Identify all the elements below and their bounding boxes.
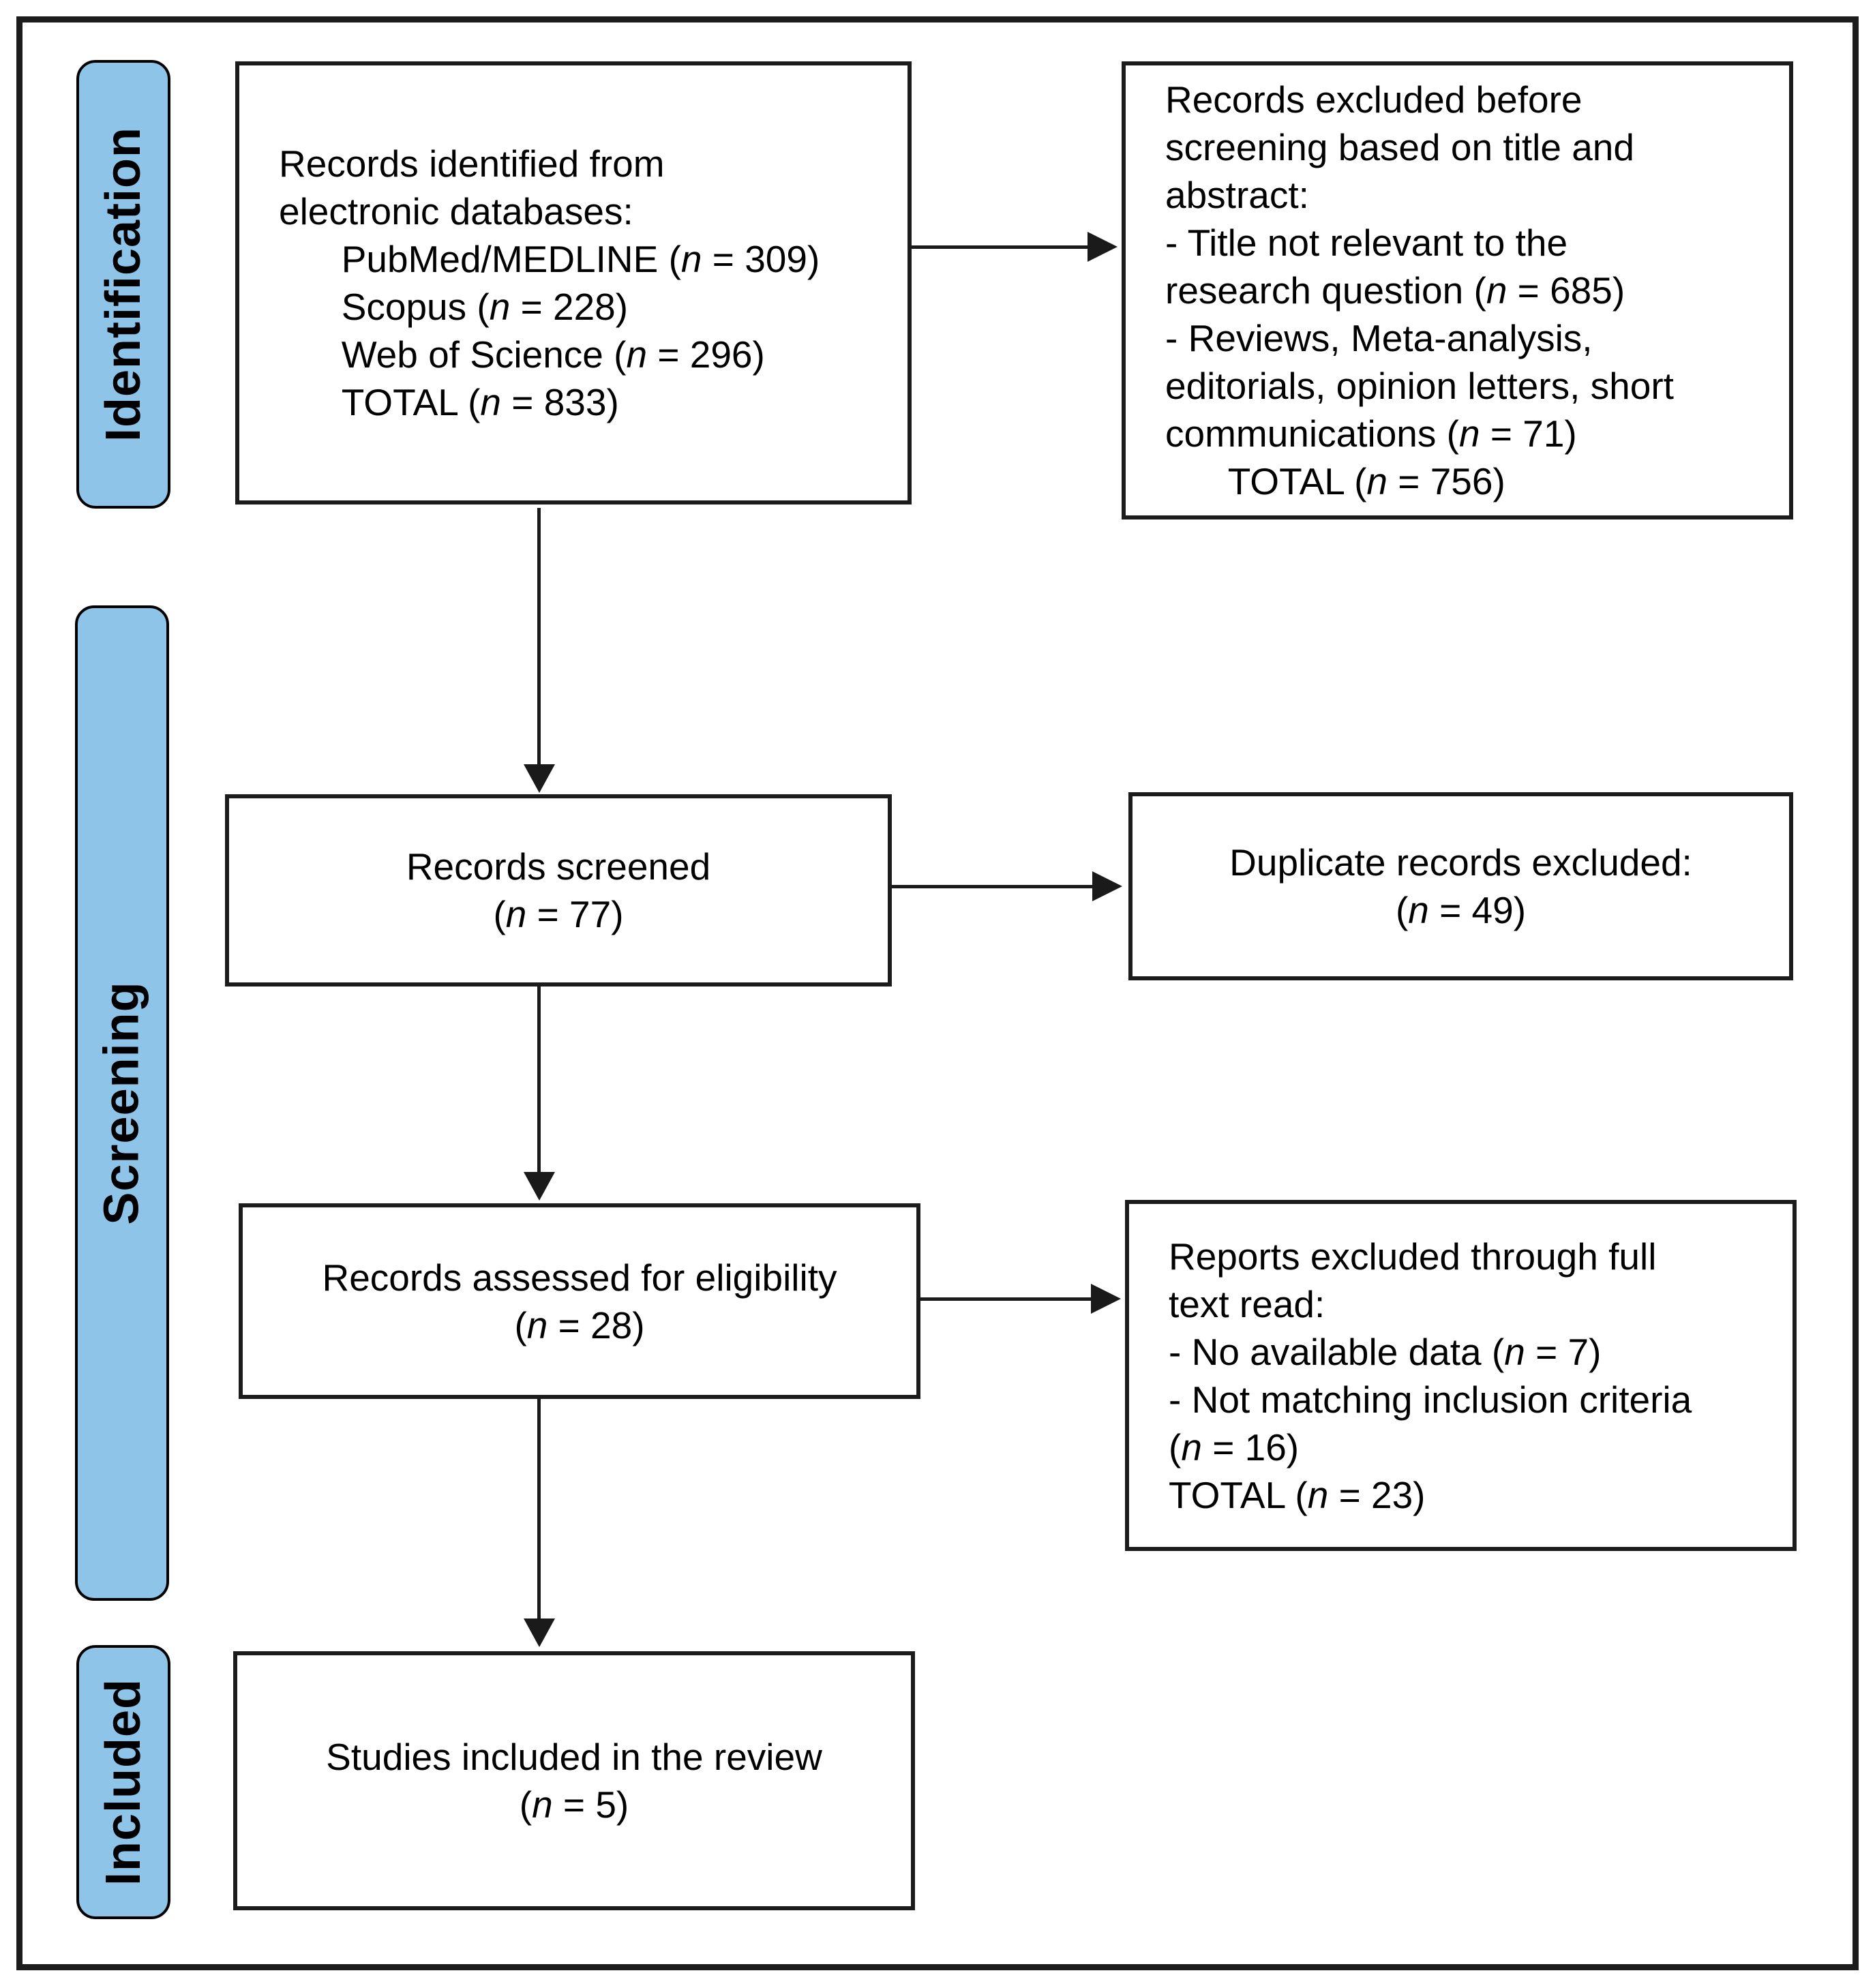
box-records-screened: Records screened (n = 77) xyxy=(225,794,892,987)
box-records-assessed: Records assessed for eligibility (n = 28… xyxy=(239,1203,920,1399)
arrow-assessed-to-reports-excluded-arrowhead-icon xyxy=(1091,1284,1121,1314)
arrow-identified-to-excluded-before-screening xyxy=(912,245,1089,249)
arrow-assessed-to-reports-excluded xyxy=(920,1297,1092,1301)
arrow-identified-to-excluded-before-screening-arrowhead-icon xyxy=(1088,232,1118,262)
box-records-excluded-before-screening: Records excluded before screening based … xyxy=(1122,61,1793,519)
box-records-excluded-before-screening-text: Records excluded before screening based … xyxy=(1165,78,1674,502)
stage-included: Included xyxy=(76,1645,170,1919)
box-records-assessed-text: Records assessed for eligibility (n = 28… xyxy=(322,1256,837,1346)
stage-screening-label: Screening xyxy=(95,981,149,1225)
arrow-screened-to-assessed xyxy=(537,987,541,1173)
box-records-identified: Records identified from electronic datab… xyxy=(235,61,912,504)
stage-included-label: Included xyxy=(96,1678,151,1886)
box-records-screened-text: Records screened (n = 77) xyxy=(406,845,711,935)
box-studies-included-text: Studies included in the review (n = 5) xyxy=(326,1736,822,1826)
box-duplicate-records-excluded-text: Duplicate records excluded: (n = 49) xyxy=(1229,841,1692,931)
arrow-screened-to-duplicates-excluded-arrowhead-icon xyxy=(1092,871,1122,901)
box-duplicate-records-excluded: Duplicate records excluded: (n = 49) xyxy=(1128,792,1793,980)
arrow-identified-to-screened-arrowhead-icon xyxy=(524,764,555,793)
figure-border xyxy=(16,16,1859,1970)
box-reports-excluded-full-text: Reports excluded through full text read:… xyxy=(1125,1200,1797,1551)
stage-identification: Identification xyxy=(76,60,170,509)
arrow-screened-to-assessed-arrowhead-icon xyxy=(524,1172,555,1201)
arrow-identified-to-screened xyxy=(537,508,541,766)
box-reports-excluded-full-text-text: Reports excluded through full text read:… xyxy=(1169,1235,1692,1516)
arrow-assessed-to-included xyxy=(537,1399,541,1620)
arrow-screened-to-duplicates-excluded xyxy=(892,885,1094,888)
arrow-assessed-to-included-arrowhead-icon xyxy=(524,1618,555,1647)
box-records-identified-text: Records identified from electronic datab… xyxy=(279,142,820,423)
stage-identification-label: Identification xyxy=(96,127,151,442)
box-studies-included: Studies included in the review (n = 5) xyxy=(233,1651,915,1910)
stage-screening: Screening xyxy=(75,605,169,1601)
